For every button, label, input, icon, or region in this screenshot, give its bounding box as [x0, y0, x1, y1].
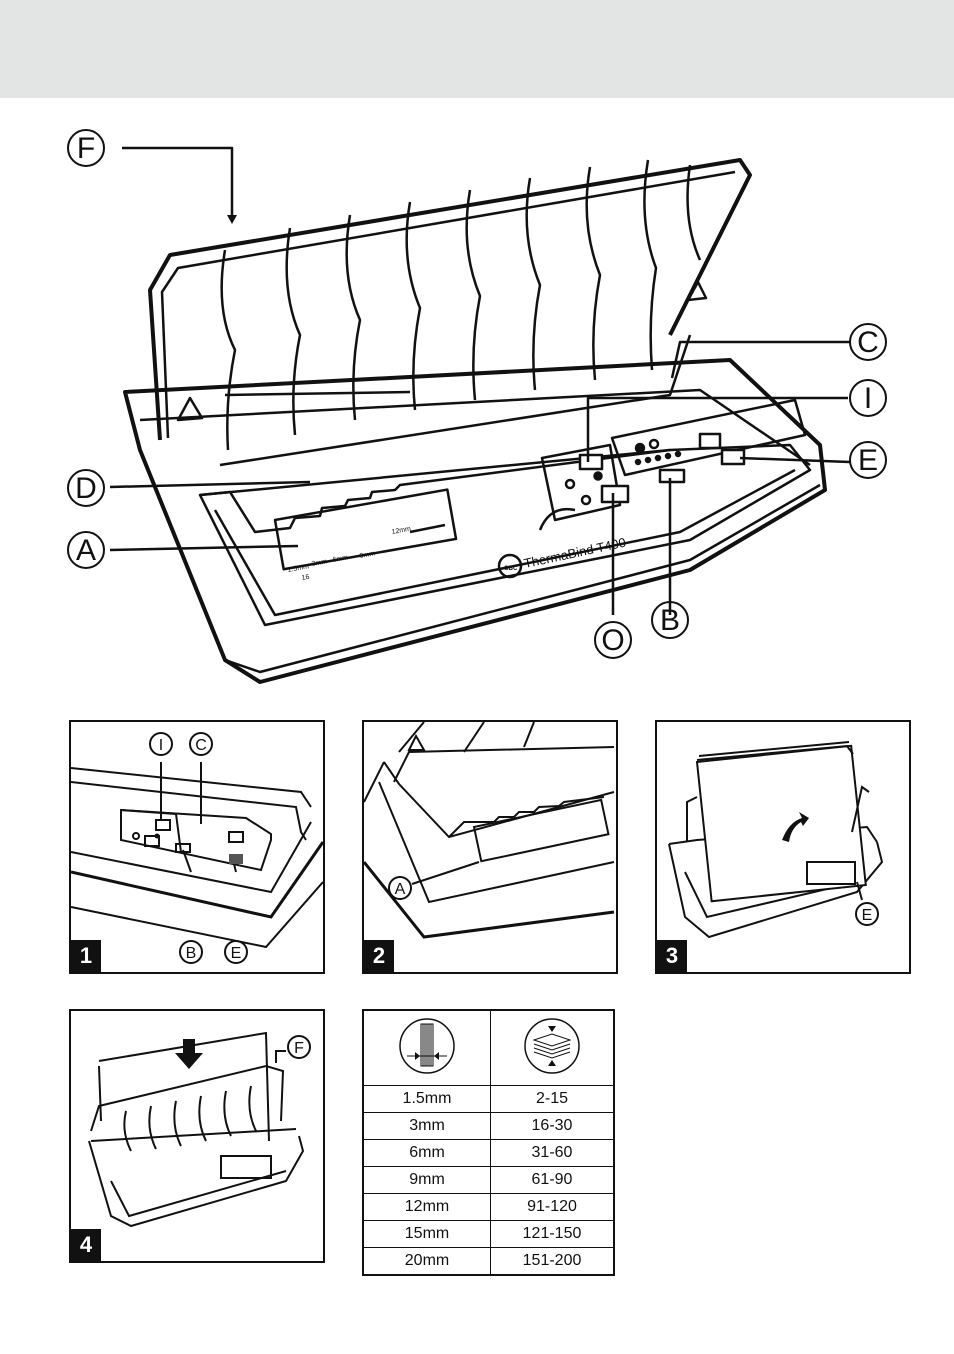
brand-name: ThermaBind T400: [523, 535, 628, 571]
gbc-logo-text: GBC: [504, 566, 518, 572]
step-panel-3: E 3: [655, 720, 911, 974]
step-panel-2: A 2: [362, 720, 618, 974]
panel-4-number: 4: [71, 1229, 101, 1261]
panel-1-illustration: I C B E: [71, 732, 323, 964]
callout-i: I: [864, 382, 872, 415]
panel-2-illustration: A: [364, 722, 615, 939]
panel-1-number: 1: [71, 940, 101, 972]
scale-label-3: 6mm: [332, 554, 349, 564]
panel-1-label-i: I: [159, 737, 163, 754]
scale-label-4: 9mm: [359, 550, 376, 560]
panel-4-illustration: F: [88, 1031, 311, 1228]
spine-width-icon: [399, 1017, 455, 1074]
panel-4-label-f: F: [294, 1040, 304, 1057]
callout-e: E: [858, 444, 878, 477]
scale-label-1: 1.5mm: [287, 563, 309, 574]
spine-size-cell: 20mm: [362, 1247, 491, 1276]
sheet-count-header: [490, 1009, 615, 1086]
scale-label-2: 3mm: [311, 558, 328, 568]
spine-size-cell: 3mm: [362, 1112, 491, 1140]
callout-d: D: [75, 472, 97, 505]
panel-1-label-c: C: [195, 737, 207, 754]
spine-size-cell: 15mm: [362, 1220, 491, 1248]
spine-size-cell: 1.5mm: [362, 1085, 491, 1113]
panel-3-number: 3: [657, 940, 687, 972]
spine-size-cell: 6mm: [362, 1139, 491, 1167]
panel-2-number: 2: [364, 940, 394, 972]
sheet-range-cell: 16-30: [490, 1112, 615, 1140]
sheet-range-cell: 2-15: [490, 1085, 615, 1113]
table-header-row: [362, 1009, 615, 1086]
spine-size-cell: 9mm: [362, 1166, 491, 1194]
step-panel-4: F 4: [69, 1009, 325, 1263]
scale-label-5: 12mm: [391, 526, 412, 536]
callout-b: B: [660, 604, 680, 637]
spine-size-cell: 12mm: [362, 1193, 491, 1221]
panel-1-label-e: E: [231, 945, 242, 962]
panel-1-label-b: B: [186, 945, 197, 962]
sheet-range-cell: 121-150: [490, 1220, 615, 1248]
panel-3-label-e: E: [862, 907, 873, 924]
panel-2-label-a: A: [395, 881, 406, 898]
callout-c: C: [857, 326, 879, 359]
spine-width-header: [362, 1009, 491, 1086]
header-band: [0, 0, 954, 98]
sheet-range-cell: 151-200: [490, 1247, 615, 1276]
sheet-range-cell: 31-60: [490, 1139, 615, 1167]
step-panel-1: I C B E 1: [69, 720, 325, 974]
sheet-stack-icon: [524, 1017, 580, 1074]
callout-o: O: [601, 624, 624, 657]
callout-a: A: [76, 534, 96, 567]
sheet-range-cell: 61-90: [490, 1166, 615, 1194]
binding-machine-illustration: ThermaBind T400 GBC 1.5mm 3mm 6mm 9mm 12…: [67, 129, 887, 684]
panel-3-illustration: E: [668, 741, 884, 939]
scale-fraction: 16: [301, 574, 310, 582]
sheet-range-cell: 91-120: [490, 1193, 615, 1221]
callout-f: F: [77, 132, 95, 165]
